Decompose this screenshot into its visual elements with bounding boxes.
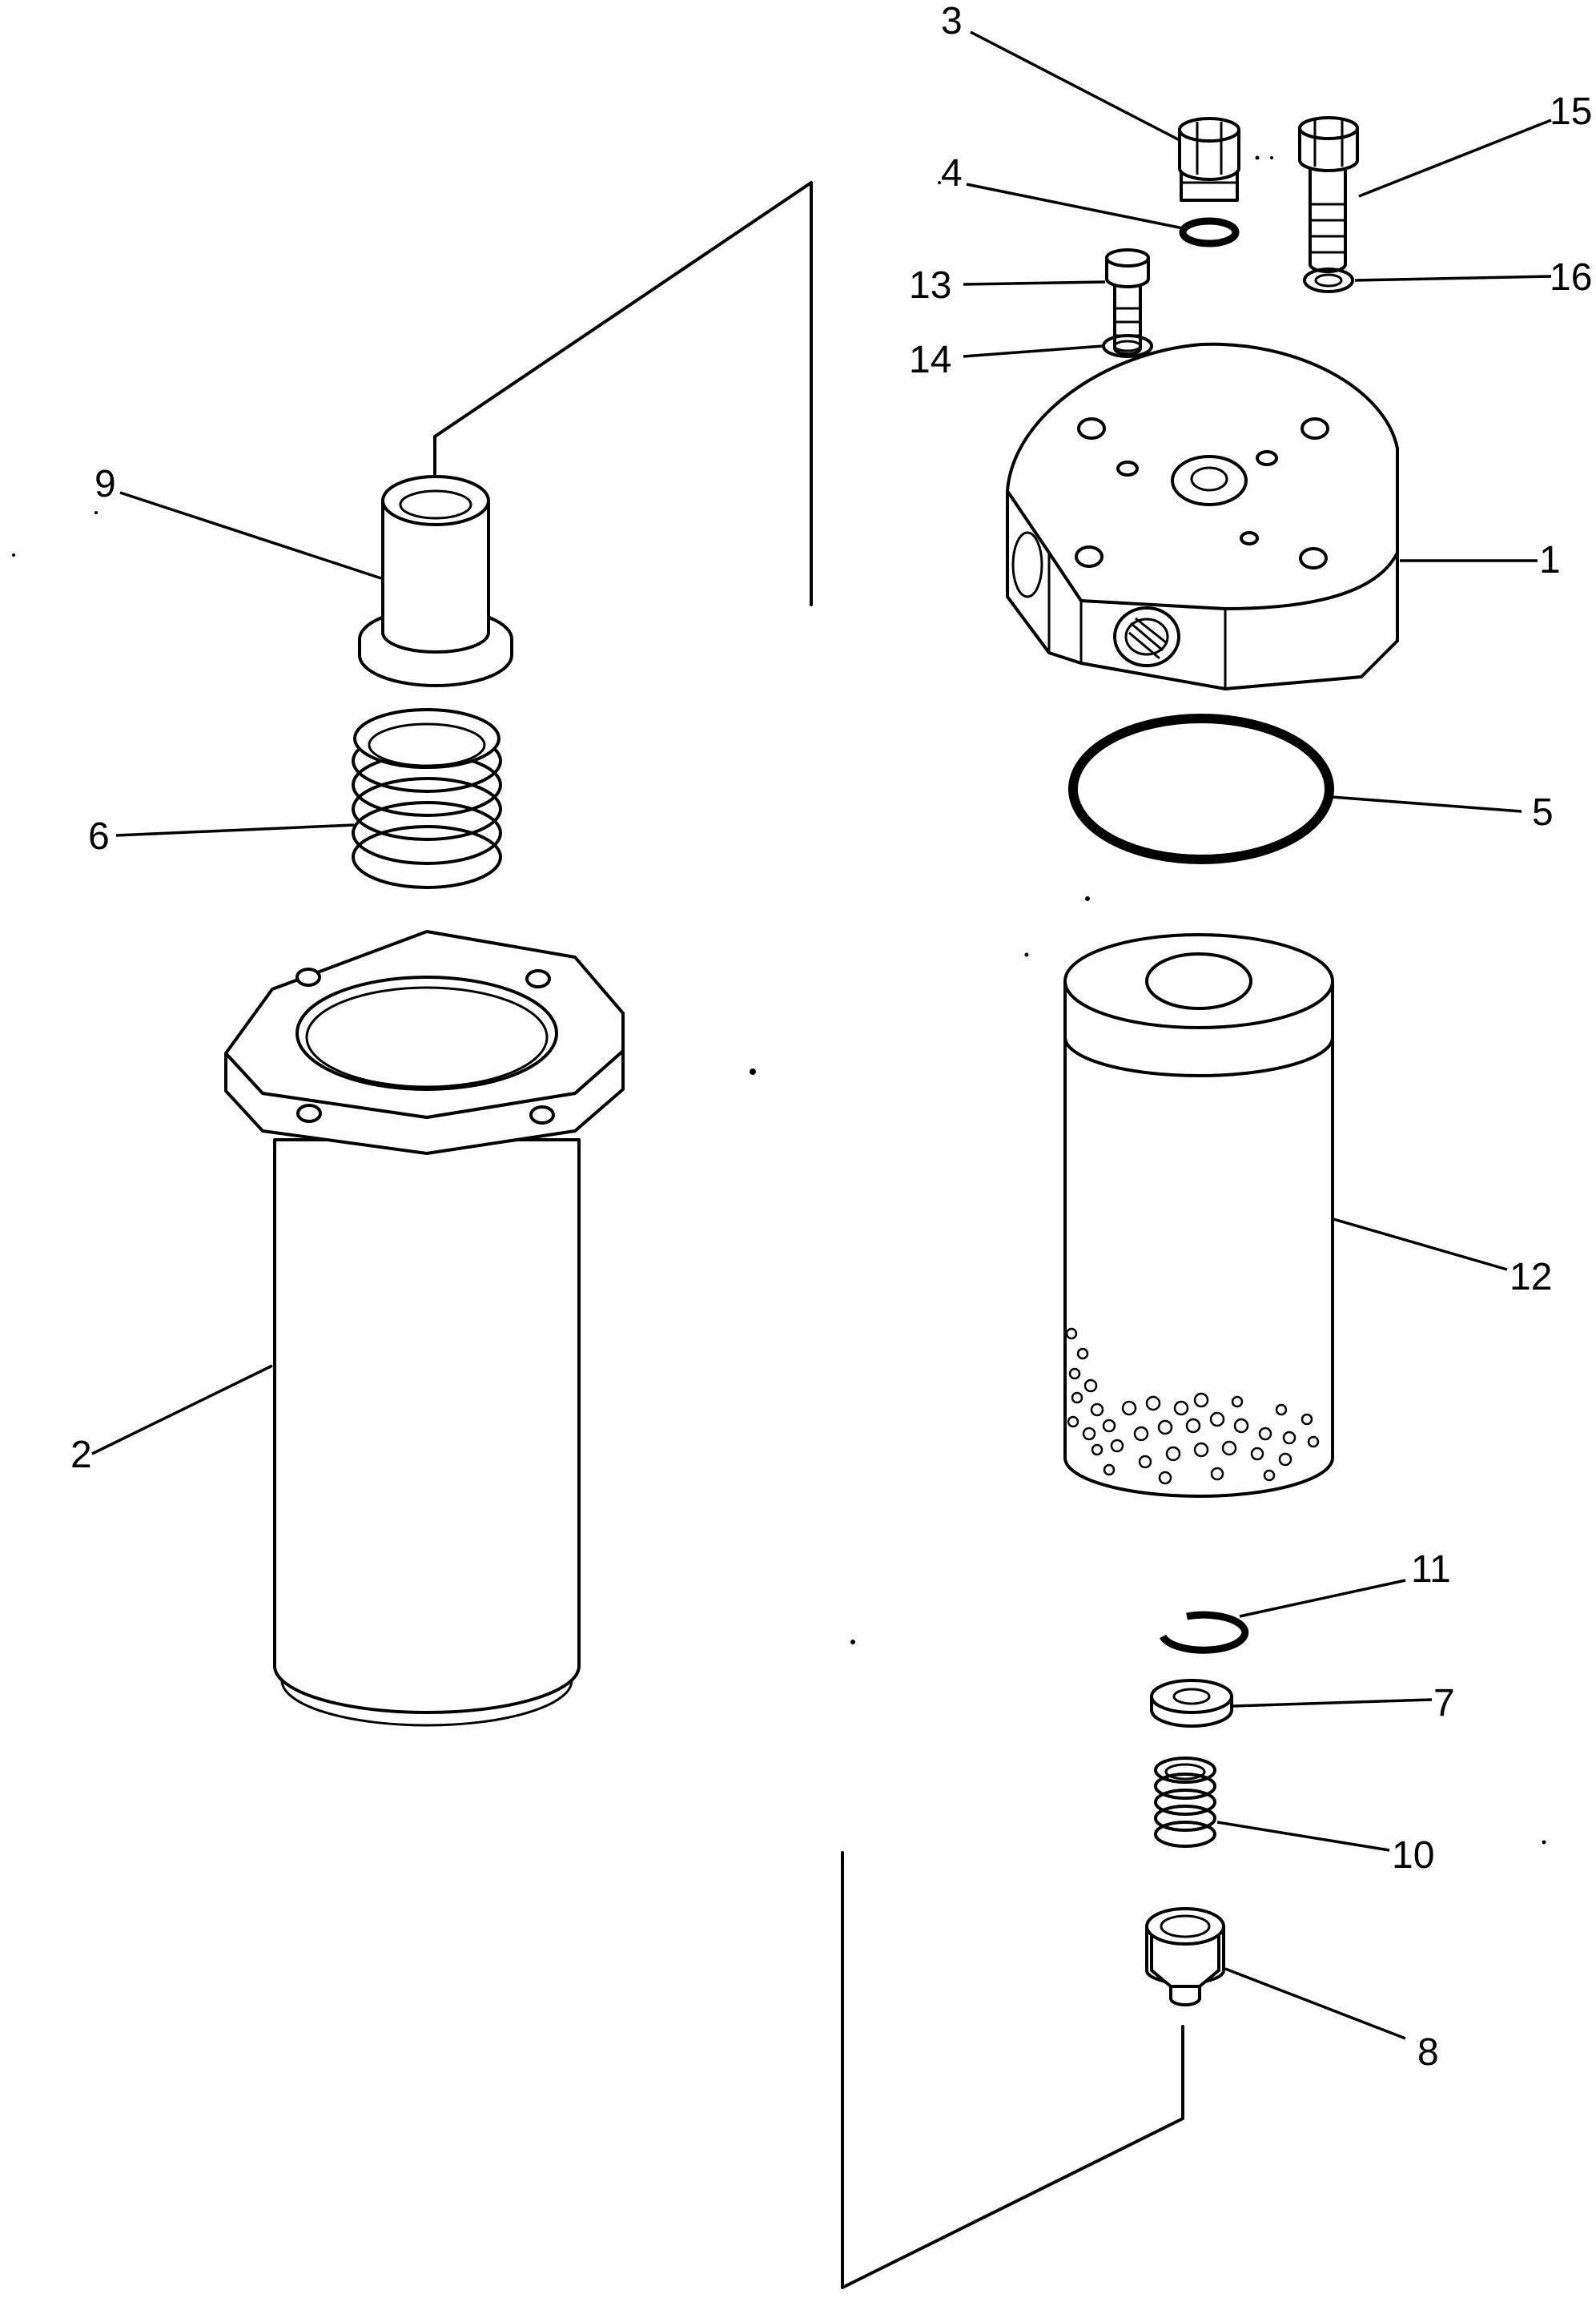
part-filter-element [1063, 933, 1334, 1498]
part-snap-ring [1160, 1611, 1249, 1654]
part-lock-washer-14 [1102, 334, 1153, 358]
callout-3: 3 [941, 0, 963, 42]
assembly-line-top [433, 181, 813, 606]
callout-9: 9 [94, 463, 116, 505]
assembly-line-bottom [841, 1851, 1184, 2289]
callout-1: 1 [1539, 539, 1561, 582]
callout-6: 6 [88, 815, 110, 858]
callout-10: 10 [1392, 1834, 1434, 1877]
filter-perforations [1065, 1327, 1320, 1485]
callout-15: 15 [1550, 91, 1592, 133]
part-filter-case [224, 930, 625, 1727]
callout-8: 8 [1417, 2031, 1439, 2074]
callout-7: 7 [1433, 1682, 1455, 1724]
callout-labels: 1 2 3 4 5 6 7 8 9 10 11 12 13 14 15 16 [70, 0, 1592, 2074]
part-filter-head [1006, 342, 1399, 690]
callout-11: 11 [1411, 1548, 1451, 1591]
callout-2: 2 [70, 1434, 92, 1476]
callout-16: 16 [1550, 256, 1592, 299]
callout-12: 12 [1510, 1256, 1552, 1298]
part-bolt-13 [1105, 248, 1150, 356]
callout-5: 5 [1532, 791, 1554, 834]
part-lock-washer-16 [1303, 268, 1354, 293]
part-washer-4 [1179, 217, 1240, 247]
part-spring-large [352, 708, 502, 889]
part-spring-small [1154, 1757, 1216, 1848]
leader-lines [91, 30, 1552, 2040]
callout-14: 14 [909, 339, 951, 381]
scan-specks [12, 155, 1546, 1845]
part-o-ring [1068, 714, 1334, 864]
part-bolt-15 [1298, 116, 1359, 273]
part-washer-7 [1150, 1679, 1233, 1728]
part-bolt-3 [1178, 117, 1240, 202]
part-valve-seat [358, 475, 513, 687]
callout-4: 4 [941, 152, 963, 195]
callout-13: 13 [909, 264, 951, 307]
part-valve [1145, 1907, 1225, 2006]
